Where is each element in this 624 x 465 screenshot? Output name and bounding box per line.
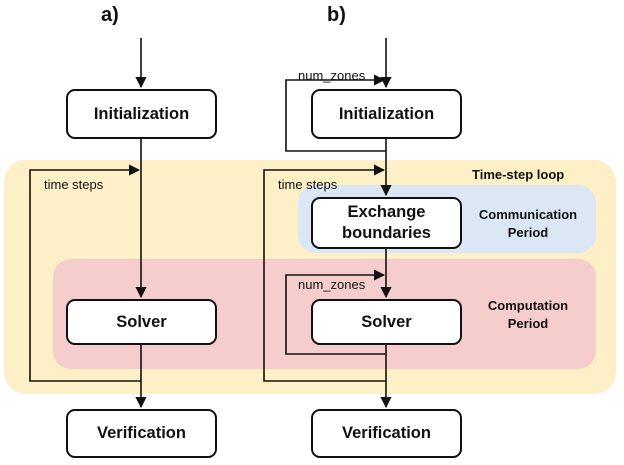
a-verification-box: Verification: [66, 409, 217, 458]
a-initialization-text: Initialization: [93, 104, 190, 123]
b-initialization-box: Initialization: [311, 89, 462, 139]
b-exchange-boundaries-box: Exchange boundaries: [311, 197, 462, 249]
time-step-loop-label: Time-step loop: [472, 167, 565, 182]
panel-b-title: b): [327, 4, 346, 26]
a-initialization-box: Initialization: [66, 89, 217, 139]
panel-a-title: a): [101, 4, 119, 26]
computation-period-line2: Period: [507, 315, 549, 331]
computation-period-line1: Computation: [487, 298, 569, 313]
b-initialization-text: Initialization: [338, 104, 435, 123]
b-exchange-text-line2: boundaries: [342, 224, 431, 242]
a-verification-text: Verification: [97, 424, 186, 443]
loop-a-time-steps: [29, 164, 141, 382]
loop-b-num-zones-solver: [285, 269, 386, 355]
computation-period-label: Computation Period: [464, 297, 592, 332]
b-num-zones-solver-label: num_zones: [298, 277, 366, 292]
b-time-steps-label: time steps: [278, 177, 338, 192]
loop-b-num-zones-top: [285, 74, 386, 152]
communication-period-line2: Period: [507, 224, 549, 240]
b-verification-text: Verification: [342, 424, 431, 443]
communication-period-label: Communication Period: [464, 206, 592, 241]
a-solver-text: Solver: [116, 312, 167, 331]
b-solver-box: Solver: [311, 299, 462, 345]
a-time-steps-label: time steps: [44, 177, 104, 192]
b-exchange-text-line1: Exchange: [347, 203, 426, 222]
b-num-zones-top-label: num_zones: [298, 68, 366, 83]
communication-period-line1: Communication: [478, 207, 578, 222]
loop-b-time-steps: [263, 164, 386, 382]
b-solver-text: Solver: [361, 312, 412, 331]
a-solver-box: Solver: [66, 299, 217, 345]
b-verification-box: Verification: [311, 409, 462, 458]
